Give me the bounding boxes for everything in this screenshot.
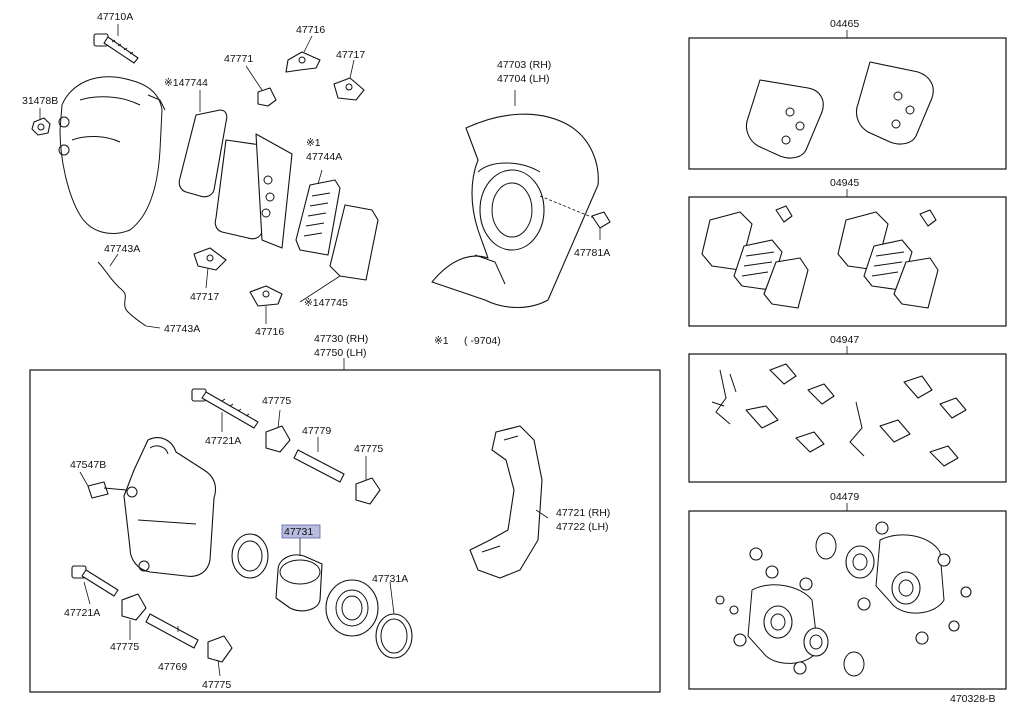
footnote-range: ( -9704) [464, 335, 501, 347]
kit-box-04945 [688, 196, 1007, 327]
anti-squeal-shim-47744 [178, 109, 228, 198]
label-47743A-lower[interactable]: 47743A [164, 323, 200, 335]
label-47731-highlight[interactable]: 47731 [281, 524, 321, 539]
mounting-bracket-47721 [469, 425, 543, 579]
leader-lines [39, 24, 848, 677]
label-47703[interactable]: 47703 (RH) [497, 59, 551, 71]
diagram-id: 470328-B [950, 693, 996, 705]
caliper-assembly-frame [29, 369, 661, 693]
label-47710A[interactable]: 47710A [97, 11, 133, 23]
bolt-47781A [539, 195, 611, 229]
label-47744A[interactable]: 47744A [306, 151, 342, 163]
kit-04479-seals [715, 521, 972, 677]
clip-47717-lower [193, 247, 227, 271]
label-47721A-upper[interactable]: 47721A [205, 435, 241, 447]
kit-04465-pads [745, 61, 934, 159]
label-47775-right[interactable]: 47775 [354, 443, 383, 455]
label-47745[interactable]: ※147745 [304, 297, 348, 309]
piston-47731 [275, 554, 323, 612]
label-47744A-mark: ※1 [306, 137, 321, 149]
clip-47716-lower [249, 285, 283, 307]
label-47744[interactable]: ※147744 [164, 77, 208, 89]
clip-47717-upper [333, 77, 365, 101]
label-47771[interactable]: 47771 [224, 53, 253, 65]
kit-04945-shims [701, 205, 939, 309]
boot-47775-right [355, 477, 381, 505]
label-47775-upper[interactable]: 47775 [262, 395, 291, 407]
anti-squeal-shim-47745 [329, 204, 379, 281]
part-labels: 47710A 31478B 47771 47716 47717 ※147744 … [22, 11, 996, 705]
label-47721A-lower[interactable]: 47721A [64, 607, 100, 619]
label-47704[interactable]: 47704 (LH) [497, 73, 550, 85]
wear-indicator-47743A [97, 261, 147, 327]
nut-31478B [31, 117, 51, 136]
caliper-housing-outline [58, 76, 166, 234]
label-kit-04945[interactable]: 04945 [830, 177, 859, 189]
anti-squeal-shim-47744A [295, 179, 341, 256]
kit-box-04465 [688, 37, 1007, 170]
label-47769[interactable]: 47769 [158, 661, 187, 673]
label-31478B[interactable]: 31478B [22, 95, 58, 107]
label-47716-lower[interactable]: 47716 [255, 326, 284, 338]
pin-47769 [145, 613, 199, 649]
label-47716-upper[interactable]: 47716 [296, 24, 325, 36]
bleeder-plug-47547B [87, 481, 127, 499]
piston-seal [231, 533, 269, 579]
disc-brake-dust-cover [431, 113, 599, 308]
label-47731[interactable]: 47731 [284, 526, 313, 538]
caliper-cylinder [123, 437, 217, 577]
clip-47771 [257, 87, 277, 107]
kit-box-04947 [688, 353, 1007, 483]
label-47781A[interactable]: 47781A [574, 247, 610, 259]
label-47721[interactable]: 47721 (RH) [556, 507, 610, 519]
label-47547B[interactable]: 47547B [70, 459, 106, 471]
boot-47775-upper [265, 425, 291, 453]
label-47775-lower-left[interactable]: 47775 [110, 641, 139, 653]
label-47750[interactable]: 47750 (LH) [314, 347, 367, 359]
label-47743A-upper[interactable]: 47743A [104, 243, 140, 255]
bolt-47710A [93, 33, 139, 64]
label-kit-04947[interactable]: 04947 [830, 334, 859, 346]
set-ring [375, 613, 413, 659]
brake-pad-upper [214, 133, 293, 249]
kit-04947-clips [711, 363, 967, 467]
label-kit-04479[interactable]: 04479 [830, 491, 859, 503]
bolt-47721A-upper [191, 388, 259, 429]
kit-box-04479 [688, 510, 1007, 690]
clip-47716-upper [285, 51, 321, 73]
pin-47779 [293, 449, 345, 483]
cylinder-boot-47731A [325, 579, 379, 637]
label-47730[interactable]: 47730 (RH) [314, 333, 368, 345]
label-47717-lower[interactable]: 47717 [190, 291, 219, 303]
bolt-47721A-lower [71, 565, 119, 597]
label-kit-04465[interactable]: 04465 [830, 18, 859, 30]
label-47779[interactable]: 47779 [302, 425, 331, 437]
label-47717-upper[interactable]: 47717 [336, 49, 365, 61]
footnote-mark: ※1 [434, 335, 449, 347]
boot-47775-lower-left [121, 593, 147, 621]
label-47722[interactable]: 47722 (LH) [556, 521, 609, 533]
label-47731A[interactable]: 47731A [372, 573, 408, 585]
boot-47775-lower-right [207, 635, 233, 663]
label-47775-lower-right[interactable]: 47775 [202, 679, 231, 691]
